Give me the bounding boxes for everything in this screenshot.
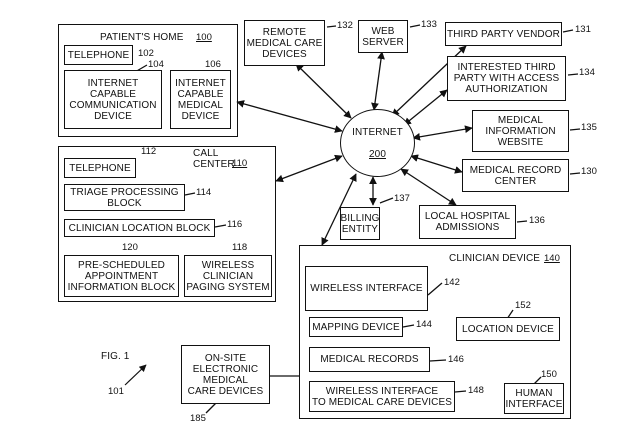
third-party-vendor-ref: 131 — [575, 25, 591, 35]
link-interested-internet — [404, 90, 447, 125]
wireless-interface-ref: 142 — [444, 278, 460, 288]
triage-block-ref: 114 — [196, 188, 211, 198]
link-remote-internet — [296, 64, 351, 118]
leader-132 — [327, 26, 336, 27]
paging-system-box: WIRELESS CLINICIAN PAGING SYSTEM — [184, 255, 272, 297]
remote-medical-devices-ref: 132 — [337, 21, 353, 31]
onsite-devices-box: ON-SITE ELECTRONIC MEDICAL CARE DEVICES — [181, 345, 270, 404]
medical-record-center-ref: 130 — [581, 167, 597, 177]
patients-home-label: PATIENT'S HOME — [100, 32, 184, 43]
wireless-care-interface-box: WIRELESS INTERFACE TO MEDICAL CARE DEVIC… — [309, 381, 455, 412]
clinician-device-label: CLINICIAN DEVICE — [449, 253, 540, 264]
wireless-interface-box: WIRELESS INTERFACE — [305, 266, 428, 311]
leader-133 — [410, 25, 420, 27]
communication-device-box: INTERNET CAPABLE COMMUNICATION DEVICE — [64, 70, 162, 129]
call-center-label: CALL CENTER — [193, 148, 235, 170]
link-webserver-internet — [374, 52, 382, 110]
web-server-ref: 133 — [421, 20, 437, 30]
paging-system-ref: 118 — [232, 243, 247, 253]
web-server-box: WEB SERVER — [358, 20, 408, 53]
home-telephone-ref: 102 — [138, 49, 154, 59]
figure-ref: 101 — [108, 387, 124, 397]
figure-label: FIG. 1 — [101, 351, 129, 362]
third-party-vendor-box: THIRD PARTY VENDOR — [445, 22, 562, 46]
home-telephone-box: TELEPHONE — [64, 45, 133, 65]
billing-entity-ref: 137 — [394, 194, 410, 204]
mapping-device-ref: 144 — [416, 320, 432, 330]
callcenter-telephone-box: TELEPHONE — [64, 158, 136, 178]
billing-entity-box: BILLING ENTITY — [340, 207, 380, 240]
call-center-ref: 110 — [232, 159, 247, 169]
link-home-internet — [237, 102, 342, 131]
medical-device-box: INTERNET CAPABLE MEDICAL DEVICE — [170, 70, 231, 129]
interested-third-party-ref: 134 — [579, 68, 595, 78]
link-records-center-internet — [411, 156, 462, 172]
wireless-care-interface-ref: 148 — [468, 386, 484, 396]
callcenter-telephone-ref: 112 — [141, 147, 156, 157]
location-device-box: LOCATION DEVICE — [456, 317, 560, 341]
local-hospital-ref: 136 — [529, 216, 545, 226]
human-interface-box: HUMAN INTERFACE — [504, 383, 564, 414]
clinician-location-block-box: CLINICIAN LOCATION BLOCK — [64, 219, 215, 237]
leader-130 — [570, 173, 580, 174]
local-hospital-box: LOCAL HOSPITAL ADMISSIONS — [419, 205, 516, 239]
link-callcenter-internet — [276, 156, 342, 181]
onsite-devices-ref: 185 — [190, 414, 206, 424]
location-device-ref: 152 — [515, 301, 531, 311]
internet-node: INTERNET 200 — [340, 109, 415, 177]
leader-185 — [206, 403, 216, 413]
triage-block-box: TRIAGE PROCESSING BLOCK — [64, 184, 185, 211]
appointment-block-box: PRE-SCHEDULED APPOINTMENT INFORMATION BL… — [64, 255, 179, 297]
human-interface-ref: 150 — [541, 370, 557, 380]
interested-third-party-box: INTERESTED THIRD PARTY WITH ACCESS AUTHO… — [447, 56, 566, 101]
leader-134 — [568, 74, 578, 75]
leader-137 — [380, 198, 393, 203]
internet-label: INTERNET — [352, 127, 403, 138]
mapping-device-box: MAPPING DEVICE — [309, 317, 403, 337]
clinician-location-block-ref: 116 — [227, 220, 242, 230]
medical-records-ref: 146 — [448, 355, 464, 365]
patients-home-ref: 100 — [196, 33, 212, 43]
clinician-device-ref: 140 — [544, 254, 560, 264]
medical-info-website-box: MEDICAL INFORMATION WEBSITE — [472, 110, 569, 152]
communication-device-ref: 104 — [148, 60, 164, 70]
link-website-internet — [413, 128, 472, 138]
leader-131 — [563, 30, 573, 32]
leader-135 — [570, 129, 580, 130]
medical-record-center-box: MEDICAL RECORD CENTER — [462, 159, 569, 192]
medical-records-box: MEDICAL RECORDS — [309, 347, 430, 372]
leader-136 — [517, 221, 527, 222]
appointment-block-ref: 120 — [122, 243, 138, 253]
medical-info-website-ref: 135 — [581, 123, 597, 133]
remote-medical-devices-box: REMOTE MEDICAL CARE DEVICES — [244, 20, 325, 66]
medical-device-ref: 106 — [205, 60, 221, 70]
fig-arrow — [125, 365, 146, 385]
internet-ref: 200 — [352, 149, 403, 160]
